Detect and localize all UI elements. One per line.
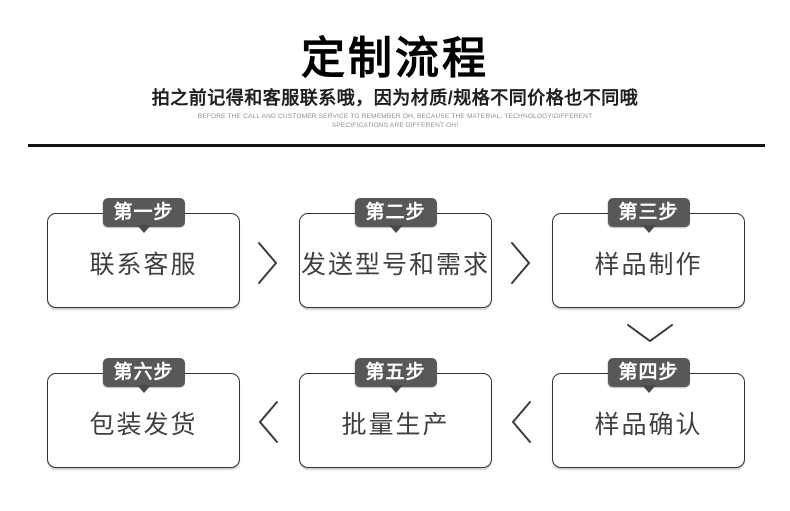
tab-pointer-icon — [136, 225, 151, 233]
step-box-4: 第四步 样品确认 — [552, 358, 745, 468]
step-4-text: 样品确认 — [594, 410, 703, 439]
step-tab-1: 第一步 — [102, 198, 185, 233]
divider-line — [28, 144, 765, 147]
chevron-left-icon — [258, 401, 278, 443]
step-tab-1-label: 第一步 — [113, 202, 174, 223]
step-box-5: 第五步 批量生产 — [299, 358, 492, 468]
tab-pointer-icon — [388, 225, 403, 233]
subtitle-english-line1: BEFORE THE CALL AND CUSTOMER SERVICE TO … — [197, 113, 593, 120]
step-2-text: 发送型号和需求 — [300, 250, 490, 279]
chevron-right-icon — [258, 242, 278, 284]
step-tab-6: 第六步 — [102, 358, 185, 393]
step-tab-6-label: 第六步 — [113, 362, 174, 383]
step-3-text: 样品制作 — [594, 250, 703, 279]
chevron-right-icon — [511, 242, 531, 284]
step-tab-2: 第二步 — [354, 198, 437, 233]
tab-pointer-icon — [641, 225, 656, 233]
step-tab-3: 第三步 — [607, 198, 690, 233]
tab-pointer-icon — [388, 385, 403, 393]
step-box-6: 第六步 包装发货 — [47, 358, 240, 468]
page-title: 定制流程 — [301, 34, 489, 83]
step-6-text: 包装发货 — [89, 410, 198, 439]
chevron-left-icon — [511, 401, 531, 443]
chevron-down-icon — [627, 324, 673, 343]
tab-pointer-icon — [641, 385, 656, 393]
tab-pointer-icon — [136, 385, 151, 393]
step-tab-5-label: 第五步 — [365, 362, 426, 383]
step-tab-3-label: 第三步 — [618, 202, 679, 223]
step-tab-4: 第四步 — [607, 358, 690, 393]
step-1-text: 联系客服 — [89, 250, 198, 279]
subtitle-english-line2: SPECIFICATIONS ARE DIFFERENT OH! — [331, 122, 459, 129]
step-box-1: 第一步 联系客服 — [47, 198, 240, 308]
subtitle-english: BEFORE THE CALL AND CUSTOMER SERVICE TO … — [0, 112, 790, 130]
step-tab-5: 第五步 — [354, 358, 437, 393]
step-tab-2-label: 第二步 — [365, 202, 426, 223]
step-tab-4-label: 第四步 — [618, 362, 679, 383]
step-box-3: 第三步 样品制作 — [552, 198, 745, 308]
step-5-text: 批量生产 — [341, 410, 450, 439]
subtitle: 拍之前记得和客服联系哦，因为材质/规格不同价格也不同哦 — [151, 88, 639, 108]
step-box-2: 第二步 发送型号和需求 — [299, 198, 492, 308]
